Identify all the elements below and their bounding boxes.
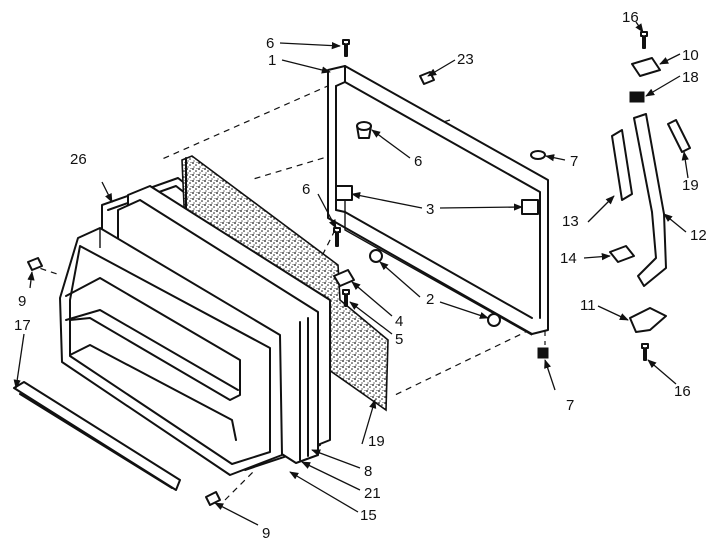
- callout-6: 6: [302, 181, 310, 198]
- small-hardware: [27, 39, 549, 506]
- strip-icon: [611, 129, 633, 201]
- callout-4: 4: [395, 313, 403, 330]
- hinge-icon: [631, 57, 661, 77]
- plug-icon: [205, 491, 221, 506]
- callout-12: 12: [690, 227, 707, 244]
- hinge-assembly: [609, 31, 691, 361]
- callout-23: 23: [457, 51, 474, 68]
- plug-icon: [27, 257, 43, 271]
- callout-9: 9: [18, 293, 26, 310]
- callout-9: 9: [262, 525, 270, 542]
- callout-25: 21: [364, 485, 381, 502]
- callout-21: 19: [368, 433, 385, 450]
- clip-icon: [333, 269, 355, 287]
- callout-5: 5: [395, 331, 403, 348]
- callout-7: 7: [570, 153, 578, 170]
- callout-17: 17: [14, 317, 31, 334]
- hinge-bar-icon: [633, 113, 667, 287]
- bracket-icon: [609, 245, 635, 263]
- screw-icon: [641, 343, 649, 361]
- nut-icon: [537, 347, 549, 359]
- callout-3: 3: [426, 201, 434, 218]
- bumper-icon: [369, 249, 383, 263]
- bracket-icon: [667, 119, 691, 153]
- callout-6: 6: [266, 35, 274, 52]
- bumper-icon: [356, 121, 372, 139]
- bumper-icon: [487, 313, 501, 327]
- screw-icon: [342, 39, 350, 57]
- screw-icon: [640, 31, 648, 49]
- leader-lines: [13, 21, 689, 526]
- callout-labels: 6 1 23 6 7 3 6 2 4 5 7 26 19 8 21 15 9 9…: [14, 9, 707, 542]
- cap-icon: [530, 150, 546, 160]
- callout-1: 1: [268, 52, 276, 69]
- callout-7: 7: [566, 397, 574, 414]
- callout-26: 26: [70, 151, 87, 168]
- callout-2: 2: [426, 291, 434, 308]
- callout-13: 13: [562, 213, 579, 230]
- callout-16: 16: [622, 9, 639, 26]
- callout-18: 18: [682, 69, 699, 86]
- callout-19: 19: [682, 177, 699, 194]
- door-shelf-liner: [59, 227, 283, 476]
- door-frame: [327, 65, 549, 336]
- callout-14: 14: [560, 250, 577, 267]
- callout-11: 11: [580, 297, 596, 314]
- hinge-icon: [629, 307, 667, 333]
- callout-8: 8: [364, 463, 372, 480]
- screw-icon: [333, 227, 341, 247]
- callout-10: 10: [682, 47, 699, 64]
- shim-icon: [629, 91, 645, 103]
- screw-icon: [342, 289, 350, 307]
- callout-16: 16: [674, 383, 691, 400]
- callout-6: 6: [414, 153, 422, 170]
- callout-15: 15: [360, 507, 377, 524]
